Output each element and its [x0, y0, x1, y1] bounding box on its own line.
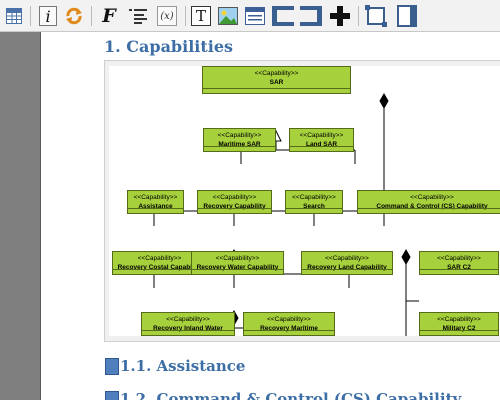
text-frame-icon[interactable]: T: [190, 4, 212, 28]
node-name: SAR C2: [447, 264, 471, 271]
add-icon[interactable]: [328, 4, 352, 28]
list-format-icon[interactable]: [127, 4, 149, 28]
section-doc-icon: [105, 391, 119, 400]
node-name: Recovery Capability: [203, 203, 266, 210]
node-assistance[interactable]: <<Capability>> Assistance: [127, 190, 184, 214]
node-stereotype: <<Capability>>: [325, 255, 369, 262]
page-icon[interactable]: [394, 4, 420, 28]
subheading-assistance[interactable]: 1.1. Assistance: [120, 357, 246, 375]
section-heading: 1. Capabilities: [104, 37, 234, 56]
form-icon[interactable]: [244, 4, 266, 28]
node-recovery-land[interactable]: <<Capability>> Recovery Land Capability: [301, 251, 393, 275]
node-stereotype: <<Capability>>: [133, 194, 178, 201]
node-recovery-capability[interactable]: <<Capability>> Recovery Capability: [197, 190, 272, 214]
node-stereotype: <<Capability>>: [410, 194, 454, 201]
image-icon[interactable]: [217, 4, 239, 28]
node-name: Military C2: [442, 325, 476, 332]
select-frame-icon[interactable]: [363, 4, 389, 28]
node-land-sar[interactable]: <<Capability>> Land SAR: [289, 128, 354, 152]
column-left-icon[interactable]: [270, 4, 296, 28]
node-name: Land SAR: [305, 141, 338, 148]
variable-label: (x): [160, 10, 174, 22]
left-gutter: [0, 32, 41, 400]
node-name: Assistance: [138, 203, 173, 210]
node-name: Maritime SAR: [218, 141, 261, 148]
node-command-control[interactable]: <<Capability>> Command & Control (CS) Ca…: [357, 190, 500, 214]
document-page: 1. Capabilities: [41, 32, 500, 400]
node-maritime-sar[interactable]: <<Capability>> Maritime SAR: [203, 128, 276, 152]
node-sar[interactable]: <<Capability>> SAR: [202, 66, 351, 94]
node-stereotype: <<Capability>>: [299, 132, 344, 139]
refresh-icon[interactable]: [63, 4, 85, 28]
formula-label: F: [102, 5, 116, 27]
node-sar-c2[interactable]: <<Capability>> SAR C2: [419, 251, 499, 275]
column-right-icon[interactable]: [298, 4, 324, 28]
node-name: Recovery Maritime: [260, 325, 318, 332]
node-name: Recovery Inland Water: [153, 325, 223, 332]
node-recovery-water[interactable]: <<Capability>> Recovery Water Capability: [191, 251, 284, 275]
node-name: Search: [303, 203, 325, 210]
formula-f-icon[interactable]: F: [98, 4, 120, 28]
node-name: Recovery Land Capability: [307, 264, 387, 271]
node-stereotype: <<Capability>>: [166, 316, 210, 323]
node-name: Recovery Water Capability: [196, 264, 279, 271]
node-stereotype: <<Capability>>: [212, 194, 257, 201]
node-recovery-inland-water[interactable]: <<Capability>> Recovery Inland Water: [141, 312, 235, 336]
italic-label: i: [45, 6, 51, 26]
capability-diagram: <<Capability>> SAR <<Capability>> Mariti…: [109, 66, 500, 336]
section-doc-icon: [105, 358, 119, 375]
text-frame-label: T: [195, 7, 206, 25]
toolbar: i F (x) T: [0, 0, 500, 32]
node-search[interactable]: <<Capability>> Search: [285, 190, 343, 214]
italic-info-icon[interactable]: i: [37, 4, 59, 28]
node-stereotype: <<Capability>>: [217, 132, 262, 139]
node-stereotype: <<Capability>>: [292, 194, 336, 201]
node-stereotype: <<Capability>>: [254, 70, 299, 77]
node-stereotype: <<Capability>>: [267, 316, 311, 323]
node-name: SAR: [269, 79, 284, 86]
subheading-command-control[interactable]: 1.2. Command & Control (CS) Capability: [120, 390, 462, 400]
table-grid-icon[interactable]: [4, 4, 24, 28]
variable-x-icon[interactable]: (x): [155, 4, 179, 28]
node-name: Recovery Costal Capability: [117, 264, 202, 271]
node-stereotype: <<Capability>>: [437, 316, 481, 323]
node-stereotype: <<Capability>>: [137, 255, 182, 262]
node-name: Command & Control (CS) Capability: [376, 203, 488, 210]
node-military-c2[interactable]: <<Capability>> Military C2: [419, 312, 499, 336]
node-stereotype: <<Capability>>: [437, 255, 481, 262]
node-stereotype: <<Capability>>: [215, 255, 260, 262]
node-recovery-maritime[interactable]: <<Capability>> Recovery Maritime: [243, 312, 335, 336]
